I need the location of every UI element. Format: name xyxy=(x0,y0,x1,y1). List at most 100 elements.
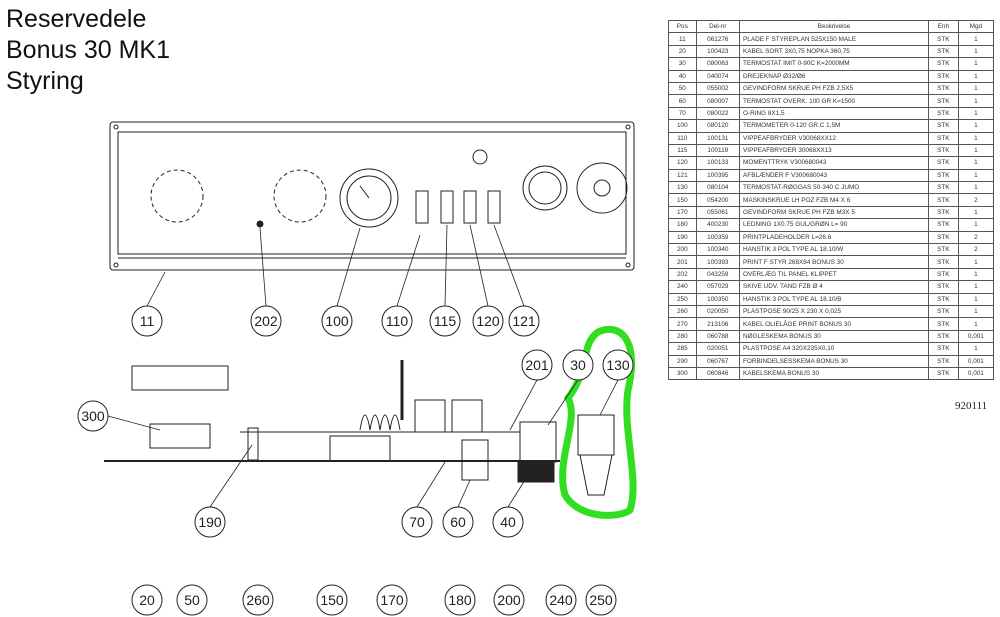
callout-30: 30 xyxy=(562,349,594,381)
callout-label: 100 xyxy=(325,313,349,329)
title-line: Styring xyxy=(6,67,84,95)
table-cell: HANSTIK 3 POL TYPE AL 18.10/B xyxy=(739,292,929,307)
table-cell: 1 xyxy=(957,292,995,307)
callout-circle xyxy=(401,506,433,538)
callout-200: 200 xyxy=(493,584,525,616)
callout-label: 202 xyxy=(254,313,278,329)
table-cell: PRINTPLADEHOLDER L=26.6 xyxy=(739,230,929,245)
table-cell: 300 xyxy=(668,366,697,381)
table-cell: MOMENTTRYK V300680043 xyxy=(739,156,929,170)
table-cell: 60 xyxy=(668,94,697,108)
table-cell: STK xyxy=(927,32,959,46)
table-cell: KABEL SORT 3X0,75 NOPKA 360,75 xyxy=(739,44,929,59)
table-cell: 1 xyxy=(957,94,995,108)
table-cell: VIPPEAFBRYDER V30068XX12 xyxy=(739,131,929,145)
table-cell: 061276 xyxy=(695,32,741,46)
callout-circle xyxy=(176,584,208,616)
table-cell: 020051 xyxy=(695,342,741,356)
table-cell: 1 xyxy=(957,106,995,121)
table-cell: 1 xyxy=(957,342,995,356)
table-cell: 150 xyxy=(668,193,697,207)
table-cell: 100359 xyxy=(695,230,741,245)
callout-circle xyxy=(521,349,553,381)
callout-121: 121 xyxy=(508,305,540,337)
table-cell: 100350 xyxy=(695,292,741,307)
pcb-assembly xyxy=(104,360,615,496)
callout-label: 300 xyxy=(81,408,105,424)
table-cell: 1 xyxy=(957,44,995,59)
callout-circle xyxy=(242,584,274,616)
callout-60: 60 xyxy=(442,506,474,538)
callout-circle xyxy=(493,584,525,616)
callout-300: 300 xyxy=(77,400,109,432)
callout-circle xyxy=(562,349,594,381)
table-cell: 080104 xyxy=(695,181,741,195)
table-cell: 2 xyxy=(957,230,995,245)
table-cell: 180 xyxy=(668,218,697,232)
document-number: 920111 xyxy=(955,400,988,412)
table-cell: 290 xyxy=(668,354,697,368)
callout-circle xyxy=(444,584,476,616)
table-cell: 1 xyxy=(957,69,995,83)
callout-label: 260 xyxy=(246,592,270,608)
callout-label: 70 xyxy=(409,514,425,530)
table-cell: 130 xyxy=(668,181,697,195)
callout-label: 180 xyxy=(448,592,472,608)
callout-label: 60 xyxy=(450,514,466,530)
table-cell: 060767 xyxy=(695,354,741,368)
callout-170: 170 xyxy=(376,584,408,616)
table-cell: PLADE F STYREPLAN 525X150 MALE xyxy=(739,32,929,46)
table-cell: 1 xyxy=(957,143,995,158)
callout-label: 150 xyxy=(320,592,344,608)
table-cell: 110 xyxy=(668,131,697,145)
table-cell: STK xyxy=(927,243,959,257)
table-cell: STK xyxy=(927,94,959,108)
callout-120: 120 xyxy=(472,305,504,337)
table-cell: 11 xyxy=(668,32,697,46)
table-cell: STK xyxy=(927,354,959,368)
title-line: Bonus 30 MK1 xyxy=(6,36,170,64)
callout-circle xyxy=(602,349,634,381)
table-cell: STK xyxy=(927,218,959,232)
column-header: Pos xyxy=(668,19,697,34)
table-cell: NØGLESKEMA BONUS 30 xyxy=(739,329,929,344)
table-cell: STK xyxy=(927,131,959,145)
table-cell: 100119 xyxy=(695,143,741,158)
callout-circle xyxy=(376,584,408,616)
table-cell: 060846 xyxy=(695,366,741,381)
table-cell: 270 xyxy=(668,317,697,331)
callout-label: 201 xyxy=(525,357,549,373)
table-cell: TERMOSTAT-RØGGAS 50-340 C JUMO xyxy=(739,181,929,195)
table-cell: 100393 xyxy=(695,255,741,269)
table-cell: KABELSKEMA BONUS 30 xyxy=(739,366,929,381)
table-cell: 201 xyxy=(668,255,697,269)
table-cell: 240 xyxy=(668,280,697,294)
column-header: Mgd xyxy=(957,19,995,34)
callout-250: 250 xyxy=(585,584,617,616)
table-cell: 50 xyxy=(668,81,697,96)
table-cell: 170 xyxy=(668,205,697,220)
table-cell: STK xyxy=(927,181,959,195)
callout-circle xyxy=(429,305,461,337)
table-cell: 0,001 xyxy=(957,366,995,381)
table-cell: 1 xyxy=(957,156,995,170)
table-cell: STK xyxy=(927,81,959,96)
table-cell: DREJEKNAP Ø32/Ø6 xyxy=(739,69,929,83)
table-cell: LEDNING 1X0.75 GUL/GRØN L= 90 xyxy=(739,218,929,232)
table-cell: STK xyxy=(927,193,959,207)
callout-label: 110 xyxy=(386,313,409,329)
table-cell: 100395 xyxy=(695,168,741,183)
callout-20: 20 xyxy=(131,584,163,616)
callout-circle xyxy=(472,305,504,337)
callout-label: 30 xyxy=(570,357,586,373)
